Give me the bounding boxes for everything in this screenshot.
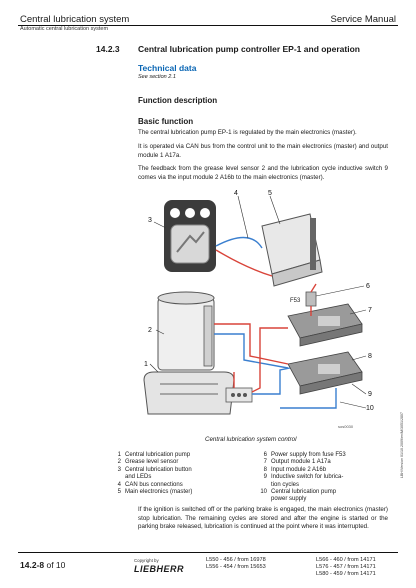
version-side-text: LBH/Version 01/10.2009/en/M/3051/2807 — [400, 412, 404, 478]
fuse-label: F53 — [290, 298, 301, 304]
lubrication-system-diagram: F53 — [143, 190, 374, 429]
wiring — [214, 236, 337, 409]
legend-item: tion cycles — [271, 481, 300, 488]
technical-see-ref: See section 2.1 — [138, 74, 176, 80]
closing-paragraph: If the ignition is switched off or the p… — [138, 506, 388, 531]
callout-2: 2 — [148, 327, 152, 334]
callout-3: 3 — [148, 217, 152, 224]
callout-10: 10 — [366, 405, 374, 412]
callout-4: 4 — [234, 190, 238, 197]
models-right: L566 - 460 / from 14171 L576 - 457 / fro… — [316, 557, 376, 578]
footer-rule — [18, 552, 398, 553]
technical-data-heading: Technical data — [138, 63, 197, 73]
callout-lines — [149, 195, 367, 409]
callout-9: 9 — [368, 391, 372, 398]
paragraph-2: It is operated via CAN bus from the cont… — [138, 143, 388, 159]
main-electronics-unit — [261, 213, 323, 287]
liebherr-logo: LIEBHERR — [134, 564, 185, 574]
copyright-text: Copyright by — [134, 558, 159, 563]
callout-7: 7 — [368, 307, 372, 314]
function-heading: Function description — [138, 96, 218, 105]
connector-block — [225, 387, 253, 403]
paragraph-3: The feedback from the grease level senso… — [138, 165, 388, 181]
section-title: Central lubrication pump controller EP-1… — [138, 44, 360, 54]
callout-5: 5 — [268, 190, 272, 197]
figure-caption: Central lubrication system control — [205, 436, 297, 443]
figure-ref-code: sos0030 — [338, 424, 354, 429]
header-rule — [18, 25, 398, 26]
basic-function-heading: Basic function — [138, 117, 194, 126]
section-number: 14.2.3 — [96, 44, 120, 54]
output-module — [287, 303, 363, 347]
models-left: L550 - 456 / from 16978 L556 - 454 / fro… — [206, 557, 266, 571]
paragraph-1: The central lubrication pump EP-1 is reg… — [138, 129, 357, 136]
header-manual: Service Manual — [330, 14, 396, 25]
callout-6: 6 — [366, 283, 370, 290]
input-module — [287, 351, 363, 395]
fuse-f53: F53 — [290, 291, 317, 307]
header-title: Central lubrication system — [20, 14, 130, 25]
lubrication-pump — [143, 291, 235, 415]
lubrication-button-panel — [164, 200, 216, 272]
page-number: 14.2-8 of 10 — [20, 560, 66, 570]
legend-item: power supply — [271, 496, 307, 503]
callout-8: 8 — [368, 353, 372, 360]
legend-item: and LEDs — [125, 474, 152, 481]
callout-1: 1 — [144, 361, 148, 368]
header-subtitle: Automatic central lubrication system — [20, 26, 109, 32]
